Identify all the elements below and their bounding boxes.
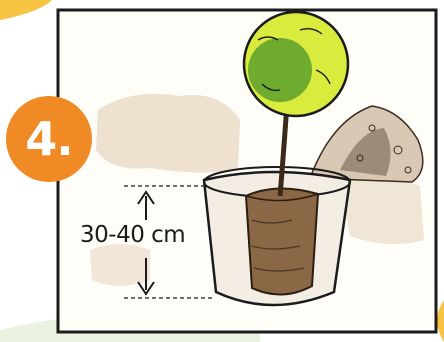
background-wash-right	[340, 176, 424, 244]
corner-accent-top-left	[0, 0, 52, 20]
depth-measurement-label: 30-40 cm	[80, 222, 185, 248]
tree-canopy-shade	[248, 38, 312, 102]
root-ball	[246, 188, 318, 294]
background-wash	[96, 94, 240, 173]
corner-accent-bottom-right	[437, 300, 444, 342]
background-wash-left	[90, 244, 150, 286]
step-number: 4.	[6, 96, 92, 182]
